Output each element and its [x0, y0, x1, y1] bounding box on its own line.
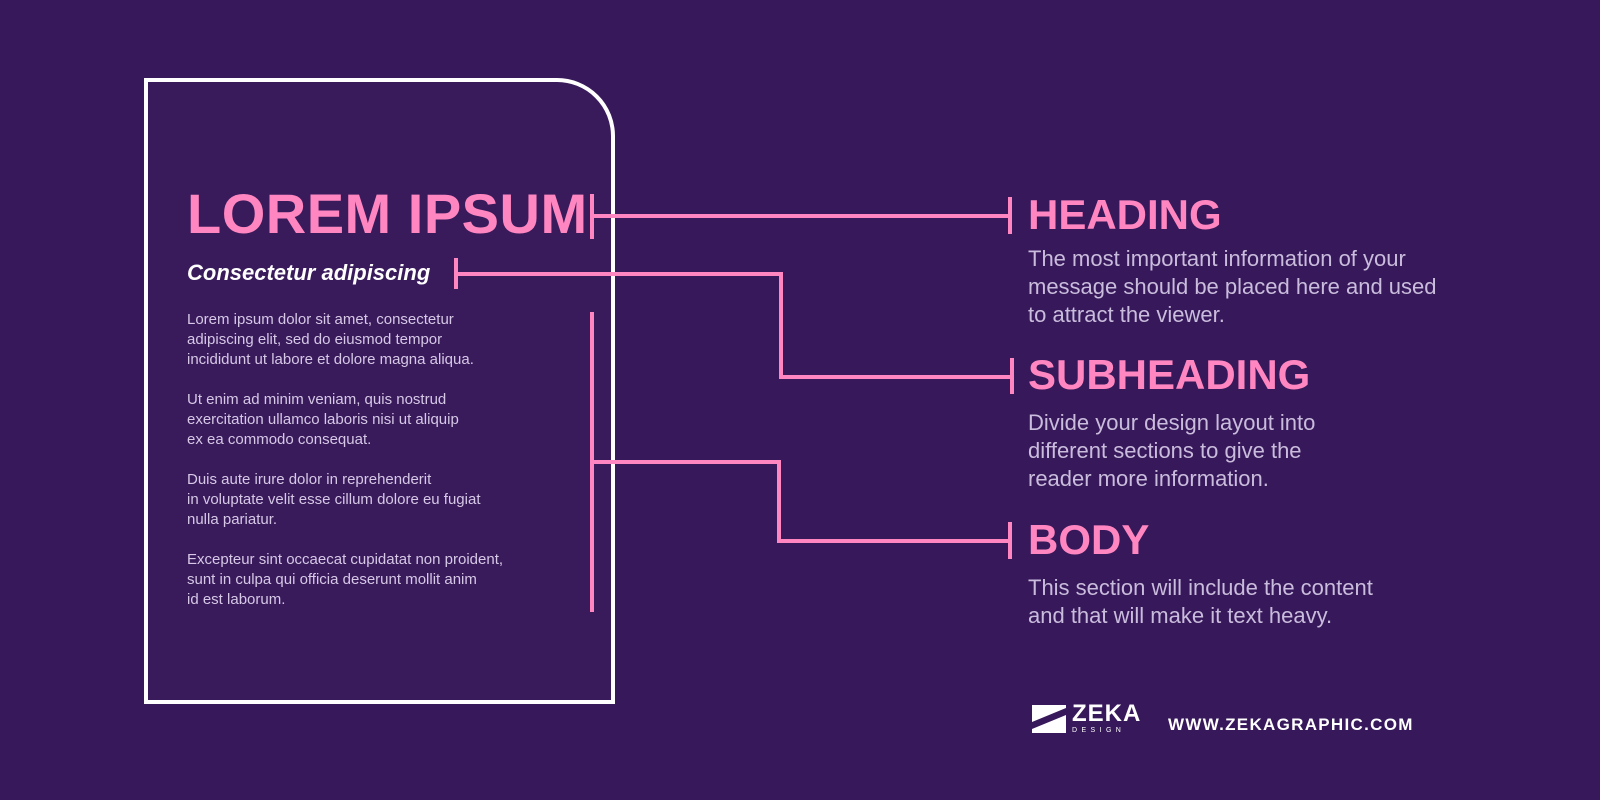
logo-subtitle: DESIGN	[1072, 727, 1126, 734]
callout-subheading-label: SUBHEADING	[1028, 351, 1311, 398]
website-link[interactable]: WWW.ZEKAGRAPHIC.COM	[1168, 715, 1414, 734]
card-body: Lorem ipsum dolor sit amet, consectetur …	[187, 310, 557, 630]
body-paragraph: Lorem ipsum dolor sit amet, consectetur …	[187, 311, 474, 368]
layout-card	[144, 78, 615, 704]
logo-name: ZEKA	[1072, 700, 1142, 727]
callout-body-description: This section will include the content an…	[1028, 575, 1373, 628]
zeka-logo: ZEKA DESIGN	[1032, 702, 1141, 735]
body-connector-line	[590, 460, 1012, 543]
body-paragraph: Ut enim ad minim veniam, quis nostrud ex…	[187, 391, 459, 448]
callout-heading-label: HEADING	[1028, 191, 1222, 238]
body-paragraph: Duis aute irure dolor in reprehenderit i…	[187, 471, 481, 528]
body-paragraph: Excepteur sint occaecat cupidatat non pr…	[187, 551, 504, 608]
callout-heading-description: The most important information of your m…	[1028, 246, 1437, 327]
card-heading: LOREM IPSUM	[187, 182, 588, 245]
callout-subheading-description: Divide your design layout into different…	[1028, 410, 1316, 491]
card-subheading: Consectetur adipiscing	[187, 260, 431, 285]
subheading-connector-line	[454, 272, 1014, 379]
zeka-logo-icon	[1032, 704, 1066, 733]
callout-body-label: BODY	[1028, 516, 1150, 563]
